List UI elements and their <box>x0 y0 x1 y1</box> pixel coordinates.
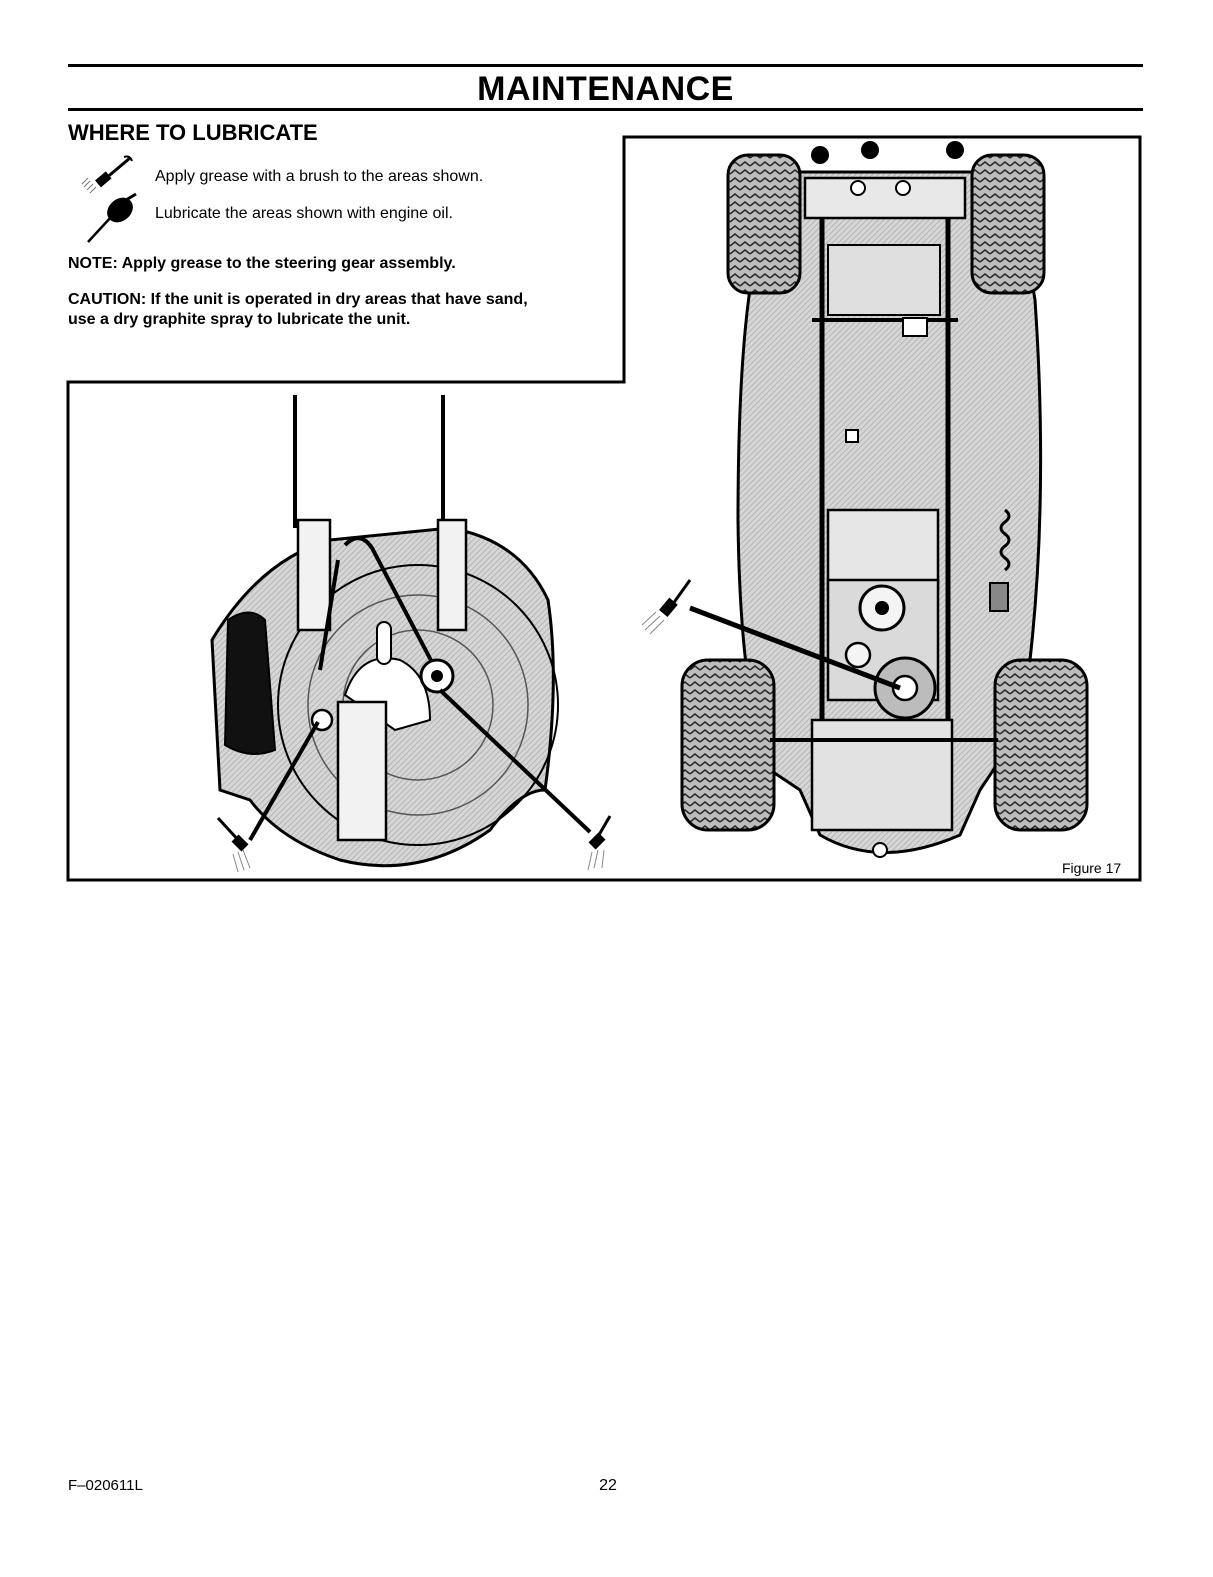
header-rule-bottom <box>68 108 1143 111</box>
header-rule-top <box>68 64 1143 67</box>
caution-line-2: use a dry graphite spray to lubricate th… <box>68 311 411 328</box>
grease-brush-icon <box>587 815 612 871</box>
figure-frame <box>66 135 1142 882</box>
figure-label: Figure 17 <box>1062 860 1122 876</box>
section-title: WHERE TO LUBRICATE <box>68 120 318 145</box>
grease-brush-icon <box>81 155 133 194</box>
legend-grease-text: Apply grease with a brush to the areas s… <box>155 168 484 185</box>
tractor-underside-illustration <box>680 141 1089 858</box>
page-title: MAINTENANCE <box>477 70 734 108</box>
grease-brush-icon <box>641 579 692 635</box>
grease-brush-icon <box>216 816 251 873</box>
caution-line-1: CAUTION: If the unit is operated in dry … <box>68 291 528 308</box>
page-number: 22 <box>599 1477 617 1494</box>
mower-deck-illustration <box>210 395 592 868</box>
legend-oil-text: Lubricate the areas shown with engine oi… <box>155 205 453 222</box>
oil-can-icon <box>87 192 137 243</box>
document-code: F–020611L <box>68 1477 143 1494</box>
note-text: NOTE: Apply grease to the steering gear … <box>68 255 456 272</box>
caution-text: CAUTION: If the unit is operated in dry … <box>68 290 613 330</box>
